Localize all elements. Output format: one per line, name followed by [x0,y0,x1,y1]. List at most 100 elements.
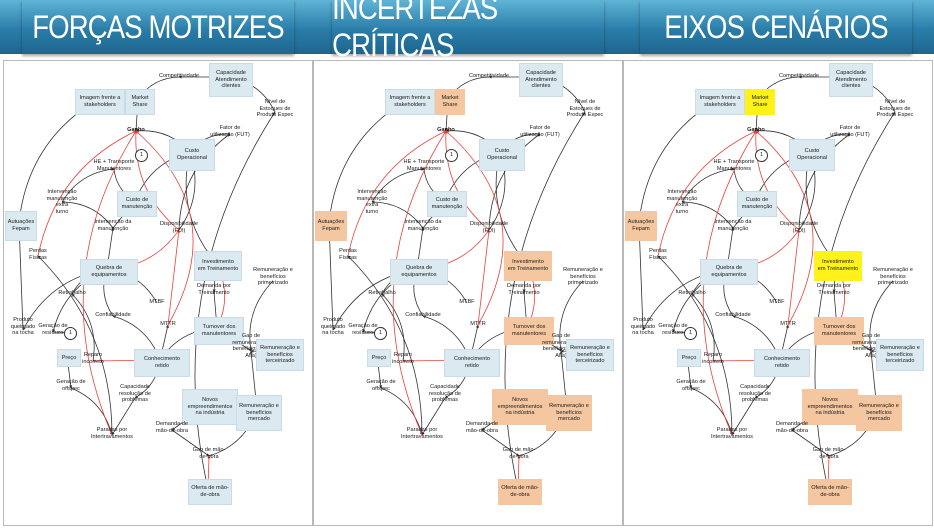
node-intervencao-manut: Intervenção da manutenção [714,219,752,232]
node-competitividade: Competitividade [158,73,200,79]
link-reparo-to-retrabalho [381,293,405,362]
node-paradas: Paradas por Intertravamentos [711,427,753,440]
node-b2: 1 [374,327,387,340]
node-autuacoes: Autuações Fepam [625,211,657,241]
link-mttr-to-ganho [445,130,504,326]
header-eixos-cenarios: EIXOS CENÁRIOS [640,0,912,54]
node-preco: Preço [57,349,81,367]
node-geracao-offspec: Geração de offspec [56,379,86,392]
link-geracao_offspec-to-paradas [690,387,733,436]
node-preco: Preço [677,349,701,367]
node-mtbf: MTBF [459,299,475,305]
link-capacidade_resolucao-to-paradas [421,397,446,436]
node-autuacoes: Autuações Fepam [315,211,347,241]
node-capacidade: Capacidade Atendimento clientes [519,63,563,97]
header-incertezas-criticas: INCERTEZAS CRÍTICAS [332,0,604,63]
link-demanda_mao-to-gap_mao [791,429,830,457]
node-mttr: MTTR [160,321,176,327]
node-he: HE + Transporte Manutentores [93,159,135,172]
node-paradas: Paradas por Intertravamentos [91,427,133,440]
node-b1: 1 [445,149,458,162]
node-market: Market Share [435,89,465,115]
link-intervencao_extra-to-he [371,167,425,203]
node-confiabilidade: Confiabilidade [715,312,751,318]
link-geracao_offspec-to-paradas [70,387,113,436]
link-capacidade_resolucao-to-paradas [731,397,756,436]
node-imagem: Imagem frente a stakeholders [385,89,435,115]
node-capacidade: Capacidade Atendimento clientes [829,63,873,97]
node-gap-mao: Gap de mão- de-obra [192,447,226,460]
node-quebra: Quebra de equipamentos [700,259,758,285]
panel-forcas-motrizes: Competitividade Capacidade Atendimento cl… [3,60,313,526]
link-reparo-to-retrabalho [71,293,95,362]
link-remun_primeirizado-to-gap_remun [248,280,274,352]
node-mttr: MTTR [470,321,486,327]
link-disponibilidade-to-ganho [754,130,800,231]
node-disponibilidade: Disponibilidade (FDI) [780,221,818,234]
node-b2: 1 [684,327,697,340]
node-confiabilidade: Confiabilidade [95,312,131,318]
node-geracao-residuos: Geração de resíduos [348,323,378,336]
node-remun-primeirizado: Remuneração e benefícios primeirizado [563,267,603,287]
link-disponibilidade-to-fator [488,133,541,231]
node-mttr: MTTR [780,321,796,327]
causal-links [327,75,589,490]
node-intervencao-manut: Intervenção da manutenção [94,219,132,232]
link-perdas-to-ganho [37,130,137,257]
link-intervencao_manut-to-intervencao_extra [371,200,424,229]
node-reparo: Reparo incorreto [392,352,414,365]
node-remun-terceirizado: Remuneração e benefícios terceirizado [876,339,924,371]
node-custo: Custo Operacional [479,139,525,171]
node-he: HE + Transporte Manutentores [403,159,445,172]
node-b2: 1 [64,327,77,340]
link-intervencao_extra-to-he [61,167,115,203]
node-gap-mao: Gap de mão- de-obra [812,447,846,460]
node-quebra: Quebra de equipamentos [390,259,448,285]
causal-links [637,75,899,490]
node-custo-manut: Custo de manutenção [737,191,777,217]
node-investimento: Investimento em Treinamento [814,251,862,281]
node-quebra: Quebra de equipamentos [80,259,138,285]
node-retrabalho: Retrabalho [678,290,706,296]
node-custo-manut: Custo de manutenção [117,191,157,217]
node-conhecimento: Conhecimento retido [754,349,810,377]
node-fator: Fator de utilização (FUT) [520,125,560,138]
node-custo: Custo Operacional [789,139,835,171]
link-perdas-to-ganho [657,130,757,257]
node-nivel: Nível de Estoques de Produto Espec [566,99,604,119]
node-b1: 1 [755,149,768,162]
node-novos: Novos empreendimentos na indústria [182,389,238,425]
node-capacidade: Capacidade Atendimento clientes [209,63,253,97]
node-produto-queimado: Produto queimado na tocha [320,317,346,337]
link-paradas-to-perdas [657,255,733,436]
node-intervencao-manut: Intervenção da manutenção [404,219,442,232]
node-demanda-mao: Demanda de mão-de-obra [465,421,499,434]
node-capacidade-resolucao: Capacidade resolução de problemas [428,384,462,404]
node-demanda-trein: Demanda por Treinamento [507,283,541,296]
node-remun-primeirizado: Remuneração e benefícios primeirizado [253,267,293,287]
link-reparo-to-retrabalho [691,293,715,362]
node-intervencao-extra: Intervenção manutenção extra turno [356,189,388,216]
node-capacidade-resolucao: Capacidade resolução de problemas [118,384,152,404]
node-demanda-trein: Demanda por Treinamento [817,283,851,296]
link-intervencao_manut-to-intervencao_extra [681,200,734,229]
link-oferta-to-nivel [504,111,586,490]
node-fator: Fator de utilização (FUT) [830,125,870,138]
node-turnover: Turnover dos manutentores [504,317,554,345]
node-reparo: Reparo incorreto [82,352,104,365]
node-paradas: Paradas por Intertravamentos [401,427,443,440]
node-confiabilidade: Confiabilidade [405,312,441,318]
link-oferta-to-nivel [814,111,896,490]
node-nivel: Nível de Estoques de Produto Espec [876,99,914,119]
node-disponibilidade: Disponibilidade (FDI) [160,221,198,234]
node-remun-terceirizado: Remuneração e benefícios terceirizado [256,339,304,371]
node-reparo: Reparo incorreto [702,352,724,365]
node-demanda-mao: Demanda de mão-de-obra [775,421,809,434]
node-custo-manut: Custo de manutenção [427,191,467,217]
node-mtbf: MTBF [149,299,165,305]
node-intervencao-extra: Intervenção manutenção extra turno [46,189,78,216]
node-geracao-residuos: Geração de resíduos [38,323,68,336]
node-remun-mercado: Remuneração e benefícios mercado [856,395,902,431]
node-turnover: Turnover dos manutentores [194,317,244,345]
